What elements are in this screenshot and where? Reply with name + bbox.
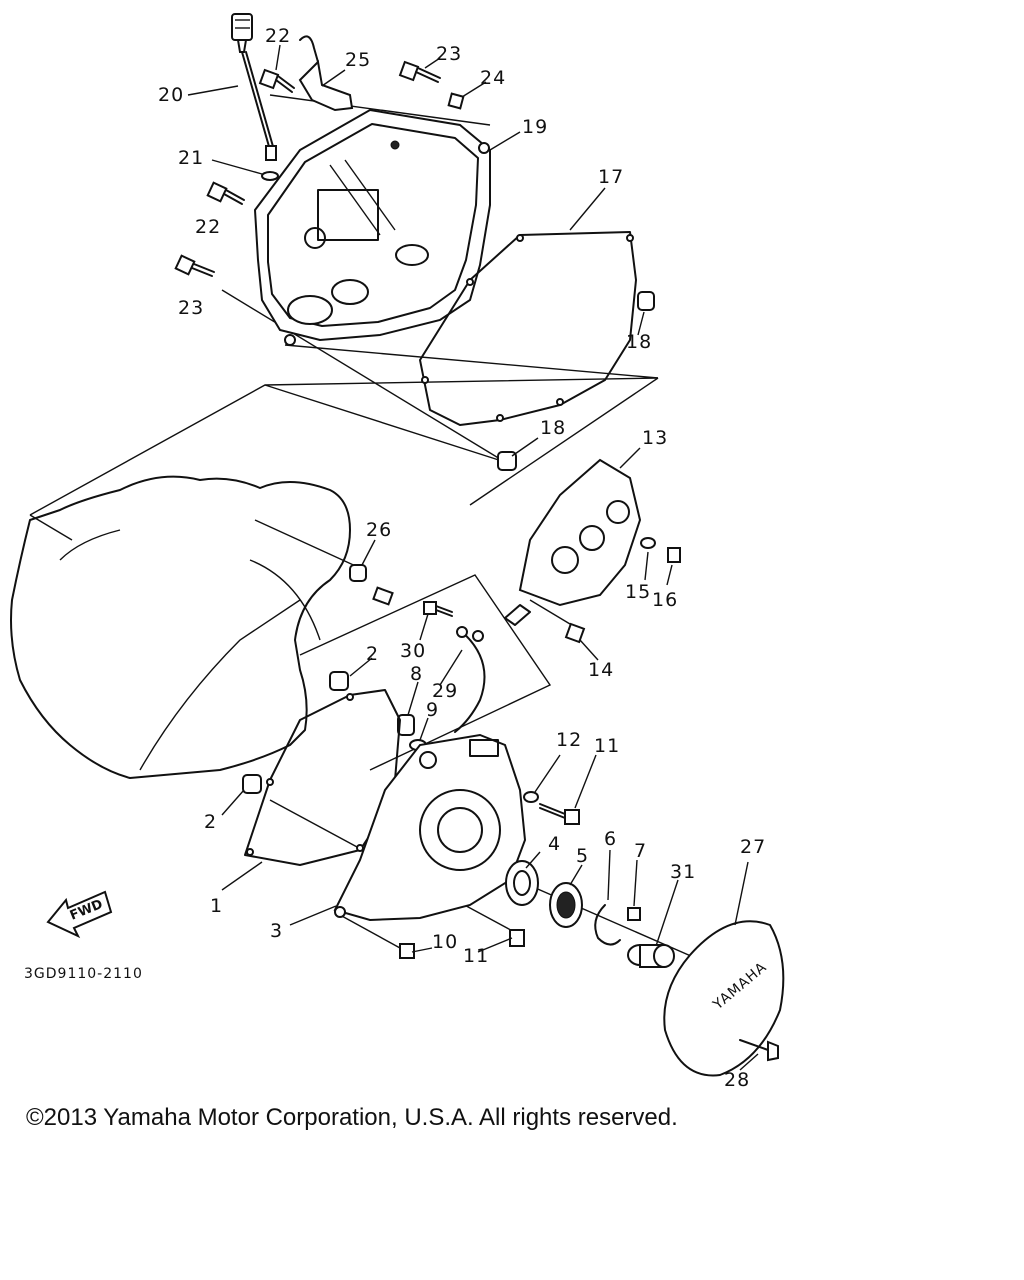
dowel-part-2-lower bbox=[242, 774, 262, 794]
callout-12: 12 bbox=[556, 729, 582, 751]
copyright-notice: ©2013 Yamaha Motor Corporation, U.S.A. A… bbox=[26, 1104, 678, 1131]
crankcase-cover-part-3 bbox=[333, 733, 527, 922]
washer-part-12 bbox=[523, 791, 539, 803]
callout-3: 3 bbox=[270, 920, 283, 942]
callout-1: 1 bbox=[210, 895, 223, 917]
callout-5: 5 bbox=[576, 845, 589, 867]
callout-20: 20 bbox=[158, 84, 184, 106]
callout-18b: 18 bbox=[540, 417, 566, 439]
bolt-part-10 bbox=[399, 943, 415, 959]
bolt-part-28 bbox=[739, 1039, 779, 1062]
nut-part-24 bbox=[447, 92, 465, 110]
bolt-part-14 bbox=[564, 622, 586, 644]
callout-numbers: 22 25 23 24 20 19 21 17 22 23 18 18 13 2… bbox=[158, 25, 766, 1091]
o-ring-part-21 bbox=[261, 171, 279, 181]
callout-10: 10 bbox=[432, 931, 458, 953]
callout-9: 9 bbox=[426, 699, 439, 721]
callout-21: 21 bbox=[178, 147, 204, 169]
bolt-part-7 bbox=[627, 907, 641, 921]
dowel-part-18-lower bbox=[497, 451, 517, 471]
forward-arrow-icon: FWD bbox=[46, 890, 113, 939]
bolt-part-16 bbox=[667, 547, 681, 563]
callout-26: 26 bbox=[366, 519, 392, 541]
bolt-part-23-lower bbox=[174, 254, 215, 277]
dowel-part-18-upper bbox=[637, 291, 655, 311]
oil-seal-part-5 bbox=[549, 882, 583, 928]
crankcase-outline bbox=[10, 475, 351, 779]
leader-lines bbox=[187, 44, 759, 1071]
callout-24: 24 bbox=[480, 67, 506, 89]
callout-4: 4 bbox=[548, 833, 561, 855]
callout-2b: 2 bbox=[204, 811, 217, 833]
plate-part-29 bbox=[454, 626, 486, 733]
gasket-part-17 bbox=[419, 231, 637, 426]
callout-19: 19 bbox=[522, 116, 548, 138]
clutch-cover-part-19 bbox=[253, 108, 491, 346]
callout-2: 2 bbox=[366, 643, 379, 665]
plug-part-8 bbox=[397, 714, 415, 736]
callout-30: 30 bbox=[400, 640, 426, 662]
bolt-part-11-upper bbox=[539, 803, 580, 825]
callout-6: 6 bbox=[604, 828, 617, 850]
dowel-part-2-upper bbox=[329, 671, 349, 691]
gasket-part-1 bbox=[244, 689, 401, 866]
exploded-parts-diagram: YAMAHA bbox=[10, 13, 785, 1091]
callout-15: 15 bbox=[625, 581, 651, 603]
cable-guide-part-25 bbox=[298, 35, 354, 112]
retainer-part-6 bbox=[594, 904, 621, 946]
collar-part-31 bbox=[627, 944, 675, 968]
chain-cover-part-13 bbox=[504, 458, 642, 626]
callout-28: 28 bbox=[724, 1069, 750, 1091]
bolt-part-22-upper bbox=[258, 68, 295, 93]
callout-11b: 11 bbox=[463, 945, 489, 967]
callout-13: 13 bbox=[642, 427, 668, 449]
callout-29: 29 bbox=[432, 680, 458, 702]
callout-22b: 22 bbox=[195, 216, 221, 238]
callout-11: 11 bbox=[594, 735, 620, 757]
callout-31: 31 bbox=[670, 861, 696, 883]
callout-18: 18 bbox=[626, 331, 652, 353]
washer-part-15 bbox=[640, 537, 656, 549]
dipstick-part-20 bbox=[231, 13, 277, 161]
bolt-part-23-upper bbox=[398, 60, 441, 83]
bolt-part-30 bbox=[423, 601, 453, 617]
callout-23b: 23 bbox=[178, 297, 204, 319]
callout-14: 14 bbox=[588, 659, 614, 681]
callout-23: 23 bbox=[436, 43, 462, 65]
cover-part-27: YAMAHA bbox=[663, 920, 785, 1077]
bolt-part-11-lower bbox=[509, 929, 525, 947]
callout-16: 16 bbox=[652, 589, 678, 611]
callout-17: 17 bbox=[598, 166, 624, 188]
collar-part-26 bbox=[349, 564, 394, 606]
bearing-part-4 bbox=[505, 860, 539, 906]
callout-27: 27 bbox=[740, 836, 766, 858]
drawing-code: 3GD9110-2110 bbox=[24, 966, 143, 982]
bolt-part-22-lower bbox=[206, 181, 245, 205]
callout-22: 22 bbox=[265, 25, 291, 47]
callout-8: 8 bbox=[410, 663, 423, 685]
callout-25: 25 bbox=[345, 49, 371, 71]
callout-7: 7 bbox=[634, 840, 647, 862]
